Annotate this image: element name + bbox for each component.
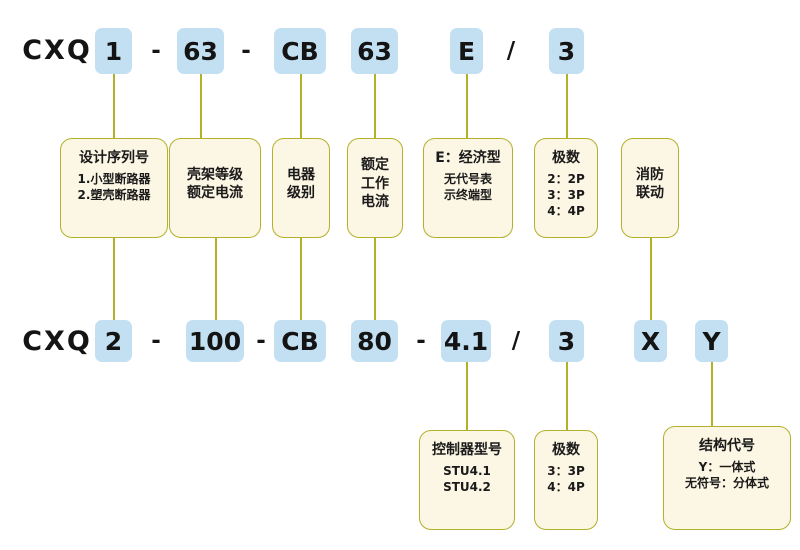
row1-box-device-class: 电器 级别 — [272, 138, 330, 238]
row2-slash: / — [511, 327, 521, 354]
connector-r1-design-series — [113, 72, 115, 140]
row1-box-design-series-body: 1.小型断路器 2.塑壳断路器 — [77, 172, 151, 203]
row2-chip-design-series[interactable]: 2 — [95, 320, 132, 362]
row2-box-poles-body: 3：3P 4：4P — [547, 464, 585, 495]
connector-r2-poles — [566, 360, 568, 432]
connector-r1-economy-type — [466, 72, 468, 140]
row2-box-controller-model: 控制器型号 STU4.1 STU4.2 — [419, 430, 515, 530]
row2-chip-structure-code[interactable]: Y — [695, 320, 728, 362]
connector-r1-frame-rating — [200, 72, 202, 140]
connector-r1-poles — [566, 72, 568, 140]
row1-box-rated-current-head: 额定 工作 电流 — [361, 157, 389, 211]
row2-brand: CXQ — [22, 325, 92, 357]
connector-r1box-to-r2-design-series — [113, 238, 115, 322]
row1-box-frame-rating: 壳架等级 额定电流 — [169, 138, 261, 238]
connector-r1-device-class — [300, 72, 302, 140]
connector-r1-rated-current — [374, 72, 376, 140]
row1-box-economy-type-body: 无代号表 示终端型 — [443, 172, 492, 203]
row1-dash-1: - — [151, 37, 161, 64]
connector-r1box-to-r2-fire-linkage — [650, 238, 652, 322]
row1-brand: CXQ — [22, 34, 92, 66]
row1-chip-frame-rating[interactable]: 63 — [177, 28, 224, 74]
row2-chip-rated-current[interactable]: 80 — [351, 320, 398, 362]
row2-box-controller-model-body: STU4.1 STU4.2 — [443, 464, 491, 495]
row2-box-structure-code-head: 结构代号 — [699, 438, 755, 454]
connector-r1box-to-r2-rated-current — [374, 238, 376, 322]
row2-box-poles-head: 极数 — [552, 442, 580, 458]
row2-chip-fire-linkage[interactable]: X — [634, 320, 667, 362]
row1-box-design-series: 设计序列号 1.小型断路器 2.塑壳断路器 — [60, 138, 168, 238]
row1-chip-economy-type[interactable]: E — [450, 28, 483, 74]
row2-box-poles: 极数 3：3P 4：4P — [534, 430, 598, 530]
connector-r1box-to-r2-device-class — [300, 238, 302, 322]
row1-box-economy-type: E：经济型 无代号表 示终端型 — [423, 138, 513, 238]
row2-dash-3: - — [416, 327, 426, 354]
row1-chip-design-series[interactable]: 1 — [95, 28, 132, 74]
row2-box-structure-code: 结构代号 Y：一体式 无符号：分体式 — [663, 426, 791, 530]
row1-box-economy-type-head: E：经济型 — [435, 150, 501, 166]
row1-slash: / — [506, 37, 516, 64]
row1-box-design-series-head: 设计序列号 — [79, 150, 149, 166]
row1-box-fire-linkage-head: 消防 联动 — [636, 166, 664, 201]
row1-dash-2: - — [241, 37, 251, 64]
row2-chip-poles[interactable]: 3 — [549, 320, 584, 362]
row1-box-poles-body: 2：2P 3：3P 4：4P — [547, 172, 585, 218]
row1-box-frame-rating-head: 壳架等级 额定电流 — [187, 166, 243, 201]
row2-box-controller-model-head: 控制器型号 — [432, 442, 502, 458]
row1-box-rated-current: 额定 工作 电流 — [347, 138, 403, 238]
row1-chip-rated-current[interactable]: 63 — [351, 28, 398, 74]
connector-r2-structure-code — [711, 360, 713, 428]
row2-chip-device-class[interactable]: CB — [274, 320, 326, 362]
row2-chip-frame-rating[interactable]: 100 — [186, 320, 244, 362]
row1-box-device-class-head: 电器 级别 — [287, 166, 315, 201]
row1-box-fire-linkage: 消防 联动 — [621, 138, 679, 238]
row1-box-poles: 极数 2：2P 3：3P 4：4P — [534, 138, 598, 238]
row2-dash-2: - — [256, 327, 266, 354]
row2-dash-1: - — [151, 327, 161, 354]
row1-chip-poles[interactable]: 3 — [549, 28, 584, 74]
row1-chip-device-class[interactable]: CB — [274, 28, 326, 74]
connector-r2-controller-model — [466, 360, 468, 432]
row1-box-poles-head: 极数 — [552, 150, 580, 166]
row2-box-structure-code-body: Y：一体式 无符号：分体式 — [684, 460, 769, 491]
connector-r1box-to-r2-frame-rating — [215, 238, 217, 322]
row2-chip-controller-model[interactable]: 4.1 — [441, 320, 491, 362]
